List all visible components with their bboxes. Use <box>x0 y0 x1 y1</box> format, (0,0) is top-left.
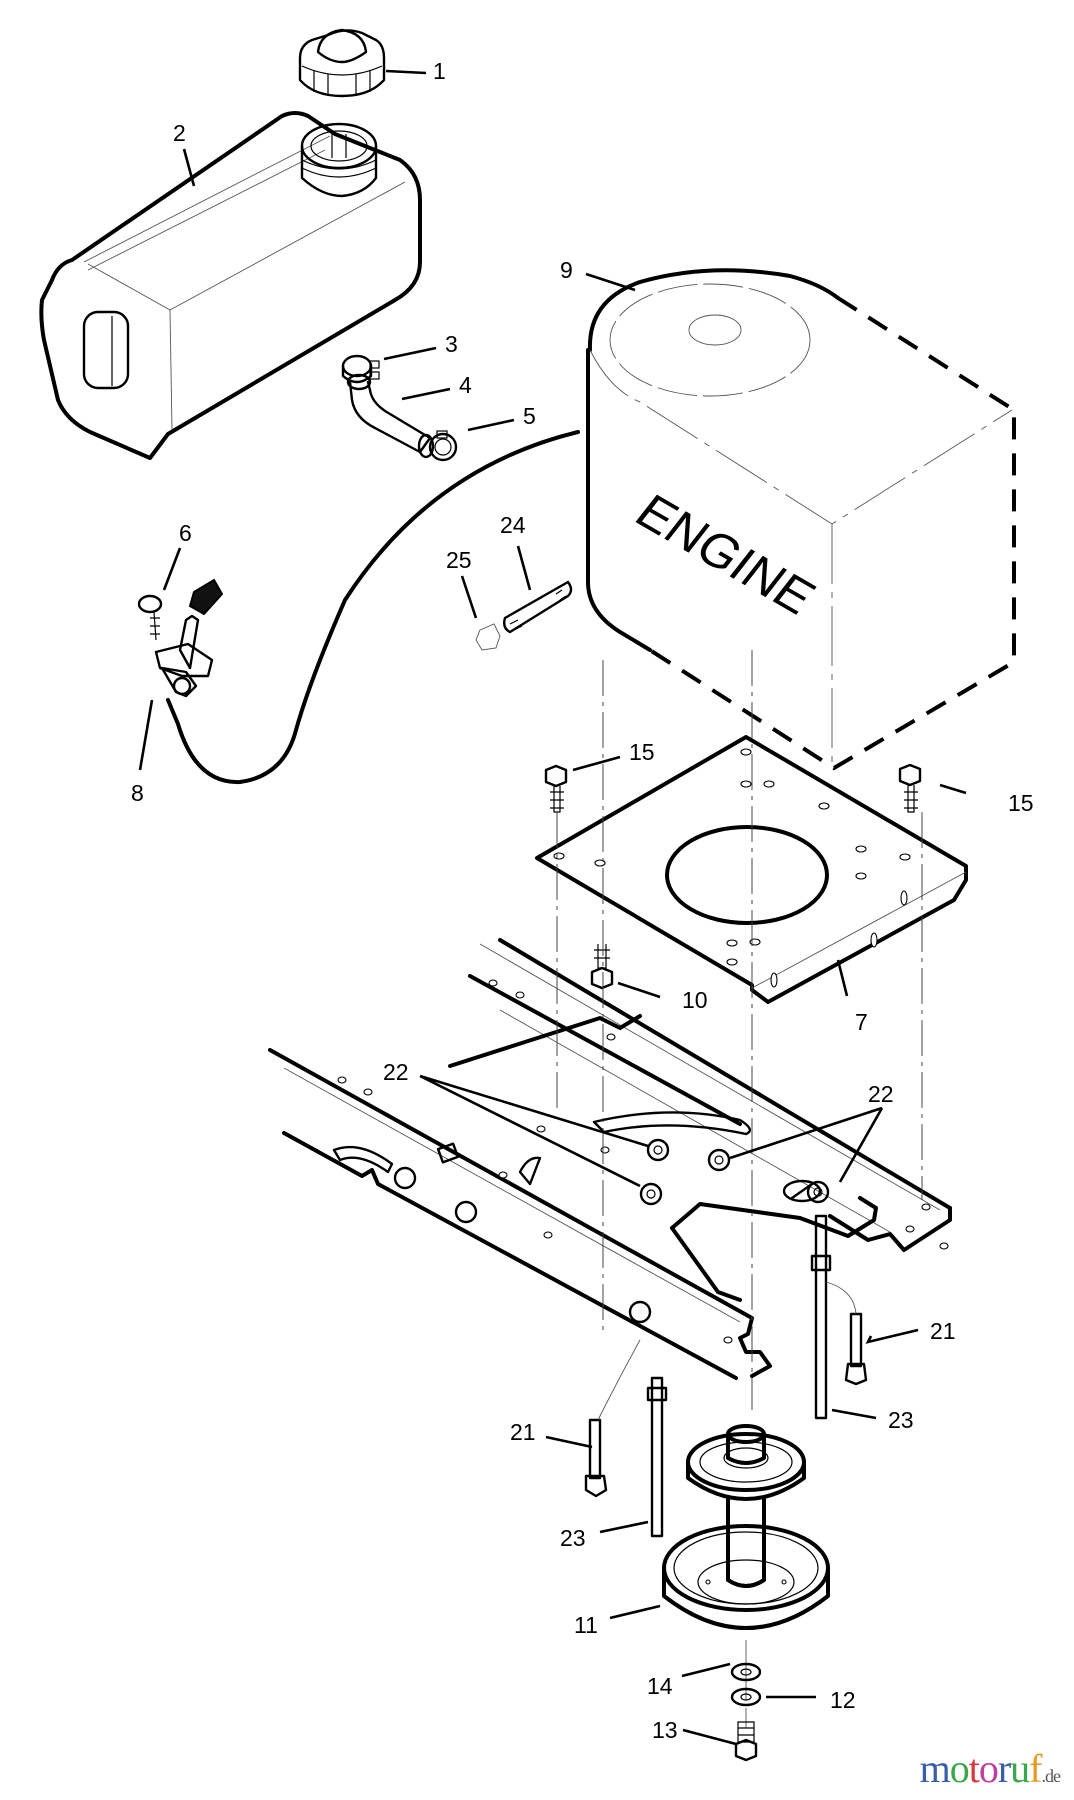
watermark-letter: o <box>978 1746 999 1791</box>
callout-11: 11 <box>574 1612 598 1638</box>
callout-2: 2 <box>173 120 186 146</box>
callout-6: 6 <box>179 520 192 546</box>
callout-23-right: 23 <box>888 1407 914 1433</box>
watermark-letter: u <box>1010 1746 1030 1791</box>
callout-23-left: 23 <box>560 1525 586 1551</box>
callout-labels: 1 2 3 4 5 6 8 9 24 25 15 15 10 7 22 22 2… <box>131 58 1034 1743</box>
callout-22-right: 22 <box>868 1081 894 1107</box>
callout-22-left: 22 <box>383 1059 409 1085</box>
throttle-control-part <box>137 430 580 785</box>
watermark-letter: m <box>919 1746 951 1791</box>
watermark-logo: motoruf.de <box>919 1745 1061 1792</box>
callout-15-left: 15 <box>629 739 655 765</box>
callout-25: 25 <box>446 547 472 573</box>
callout-21-left: 21 <box>510 1419 536 1445</box>
leader-lines <box>138 69 967 1746</box>
rods-and-bolts-part <box>584 1214 868 1538</box>
watermark-letter: f <box>1029 1746 1042 1791</box>
fuel-hose-part <box>341 354 458 462</box>
callout-1: 1 <box>433 58 446 84</box>
callout-4: 4 <box>459 372 472 398</box>
callout-15-right: 15 <box>1008 790 1034 816</box>
watermark-letter: t <box>968 1746 980 1791</box>
callout-14: 14 <box>647 1673 673 1699</box>
callout-7: 7 <box>855 1009 868 1035</box>
watermark-tld: .de <box>1041 1766 1061 1786</box>
pulley-assembly-part <box>662 1424 830 1762</box>
engine-part: ENGINE <box>586 268 1016 771</box>
callout-10: 10 <box>682 987 708 1013</box>
callout-3: 3 <box>445 331 458 357</box>
fuel-cap-part <box>298 28 386 98</box>
callout-5: 5 <box>523 403 536 429</box>
callout-13: 13 <box>652 1717 678 1743</box>
callout-9: 9 <box>560 257 573 283</box>
callout-12: 12 <box>830 1687 856 1713</box>
watermark-letter: o <box>949 1746 970 1791</box>
callout-24: 24 <box>500 512 526 538</box>
watermark-letter: r <box>997 1746 1011 1791</box>
engine-label: ENGINE <box>625 484 826 624</box>
stud-and-nut-part <box>475 580 573 651</box>
fuel-tank-part <box>39 111 422 460</box>
callout-21-right: 21 <box>930 1318 956 1344</box>
centerlines <box>556 650 923 1410</box>
frame-part <box>268 938 952 1380</box>
callout-8: 8 <box>131 780 144 806</box>
